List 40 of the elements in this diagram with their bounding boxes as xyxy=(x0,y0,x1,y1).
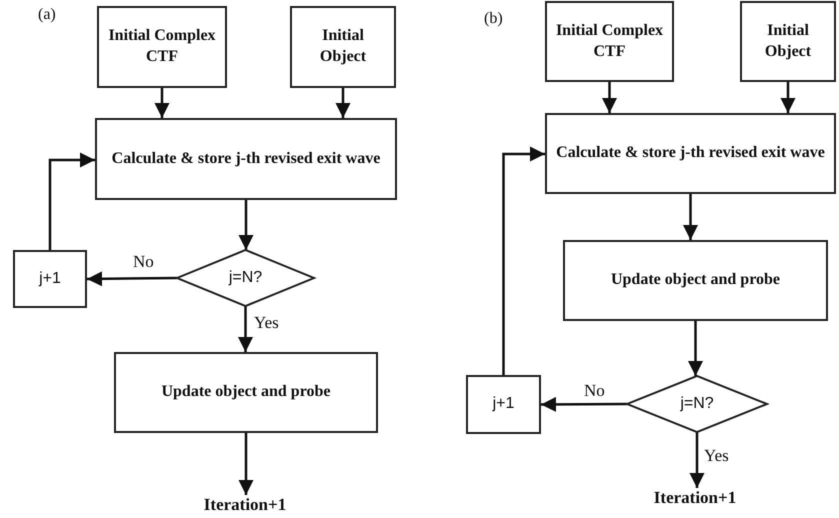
arrow xyxy=(688,321,703,376)
arrow xyxy=(541,396,627,412)
arrow xyxy=(48,152,95,250)
arrow xyxy=(602,82,617,113)
process-box xyxy=(13,250,87,308)
panel-label: (a) xyxy=(38,6,56,24)
box-text: j+1 xyxy=(492,394,514,414)
process-box xyxy=(97,6,227,88)
process-box xyxy=(95,118,397,200)
box-text: j+1 xyxy=(39,268,61,289)
arrow xyxy=(238,200,254,250)
arrow xyxy=(336,88,350,118)
arrow xyxy=(86,271,178,286)
process-box xyxy=(740,1,836,82)
arrow xyxy=(690,432,704,488)
box-text: Initial Complex CTF xyxy=(554,20,664,62)
arrow xyxy=(238,306,253,352)
arrow xyxy=(780,82,796,113)
process-box xyxy=(114,352,378,433)
arrow xyxy=(238,433,254,495)
process-box xyxy=(545,113,836,194)
arrow xyxy=(154,88,170,118)
arrow xyxy=(683,194,698,240)
panel-label: (b) xyxy=(484,10,503,28)
box-text: Update object and probe xyxy=(610,270,780,290)
box-text: Update object and probe xyxy=(161,382,331,402)
box-text: Calculate & store j-th revised exit wave xyxy=(556,143,825,164)
box-text: Initial Object xyxy=(318,26,368,67)
arrow xyxy=(502,146,545,375)
output-text: Iteration+1 xyxy=(195,495,295,515)
box-text: Calculate & store j-th revised exit wave xyxy=(112,148,380,169)
box-text: Initial Complex CTF xyxy=(107,26,217,67)
condition-text: j=N? xyxy=(228,269,262,287)
process-box xyxy=(563,240,828,321)
output-text: Iteration+1 xyxy=(645,488,745,508)
process-box xyxy=(290,6,396,88)
process-box xyxy=(466,375,541,434)
process-box xyxy=(545,1,674,82)
condition-text: j=N? xyxy=(680,395,714,413)
box-text: Initial Object xyxy=(764,20,812,62)
